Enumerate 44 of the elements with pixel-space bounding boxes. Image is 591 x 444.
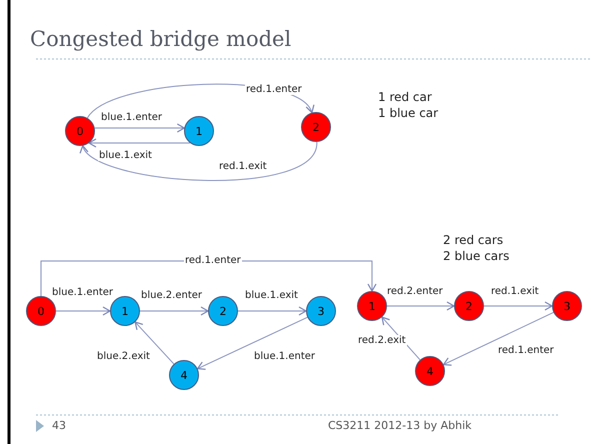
edge-label: red.1.enter (497, 345, 555, 356)
page-number: 43 (52, 419, 66, 432)
state-circle: 4 (415, 356, 445, 386)
transition-arrow (386, 301, 455, 311)
edge-label: blue.1.exit (244, 290, 299, 301)
edge-label: blue.1.exit (98, 150, 153, 161)
state-circle: 3 (306, 296, 336, 326)
state-circle: 1 (110, 296, 140, 326)
edge-label: red.1.exit (218, 161, 268, 172)
state-circle: 0 (65, 116, 95, 146)
transition-arrow (484, 301, 553, 311)
edge-label: red.1.enter (184, 255, 242, 266)
note-text: 2 red cars (443, 233, 504, 247)
state-circle: 0 (26, 296, 56, 326)
edge-label: red.2.enter (386, 286, 444, 297)
edge-label: red.1.exit (490, 286, 540, 297)
edge-label: red.2.exit (357, 335, 407, 346)
edge-label: blue.2.enter (140, 290, 204, 301)
transition-arrow (56, 306, 111, 316)
state-circle: 2 (454, 291, 484, 321)
edge-label: blue.2.exit (96, 351, 151, 362)
edge-label: blue.1.enter (51, 287, 114, 298)
state-circle: 2 (301, 112, 331, 142)
state-circle: 3 (552, 291, 582, 321)
state-circle: 2 (208, 296, 238, 326)
state-circle: 1 (357, 291, 387, 321)
transition-arrow (442, 312, 554, 366)
transition-arrow (94, 123, 185, 133)
note-text: 1 red car (378, 90, 432, 104)
transition-arrow (134, 321, 174, 364)
state-circle: 1 (184, 116, 214, 146)
transition-arrow (197, 316, 308, 370)
transition-arrow (82, 141, 318, 181)
footer-text: CS3211 2012-13 by Abhik (328, 419, 472, 432)
note-text: 2 blue cars (443, 249, 510, 263)
edge-label: blue.1.enter (100, 112, 164, 123)
edge-label: blue.1.enter (253, 351, 316, 362)
edge-label: red.1.enter (245, 84, 303, 95)
transition-arrow (238, 306, 307, 316)
transition-arrow (88, 138, 190, 148)
state-circle: 4 (169, 360, 199, 390)
slide-title: Congested bridge model (30, 27, 292, 51)
note-text: 1 blue car (378, 106, 438, 120)
transition-arrow (140, 306, 209, 316)
